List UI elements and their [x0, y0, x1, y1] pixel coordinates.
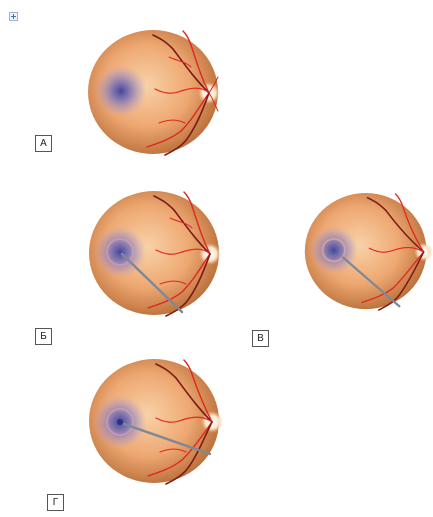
fundus-panel-b	[86, 188, 226, 320]
panel-label-a: А	[35, 135, 52, 152]
fundus-panel-v	[302, 186, 433, 318]
fundus-panel-a	[85, 27, 225, 159]
panel-label-v: В	[252, 330, 269, 347]
macular-hole	[117, 419, 123, 425]
fundus-panel-g	[86, 356, 226, 488]
panel-label-g: Г	[47, 494, 64, 511]
macula	[95, 65, 147, 117]
panel-label-b: Б	[35, 328, 52, 345]
macula	[309, 226, 358, 275]
move-handle-icon[interactable]	[9, 12, 18, 21]
